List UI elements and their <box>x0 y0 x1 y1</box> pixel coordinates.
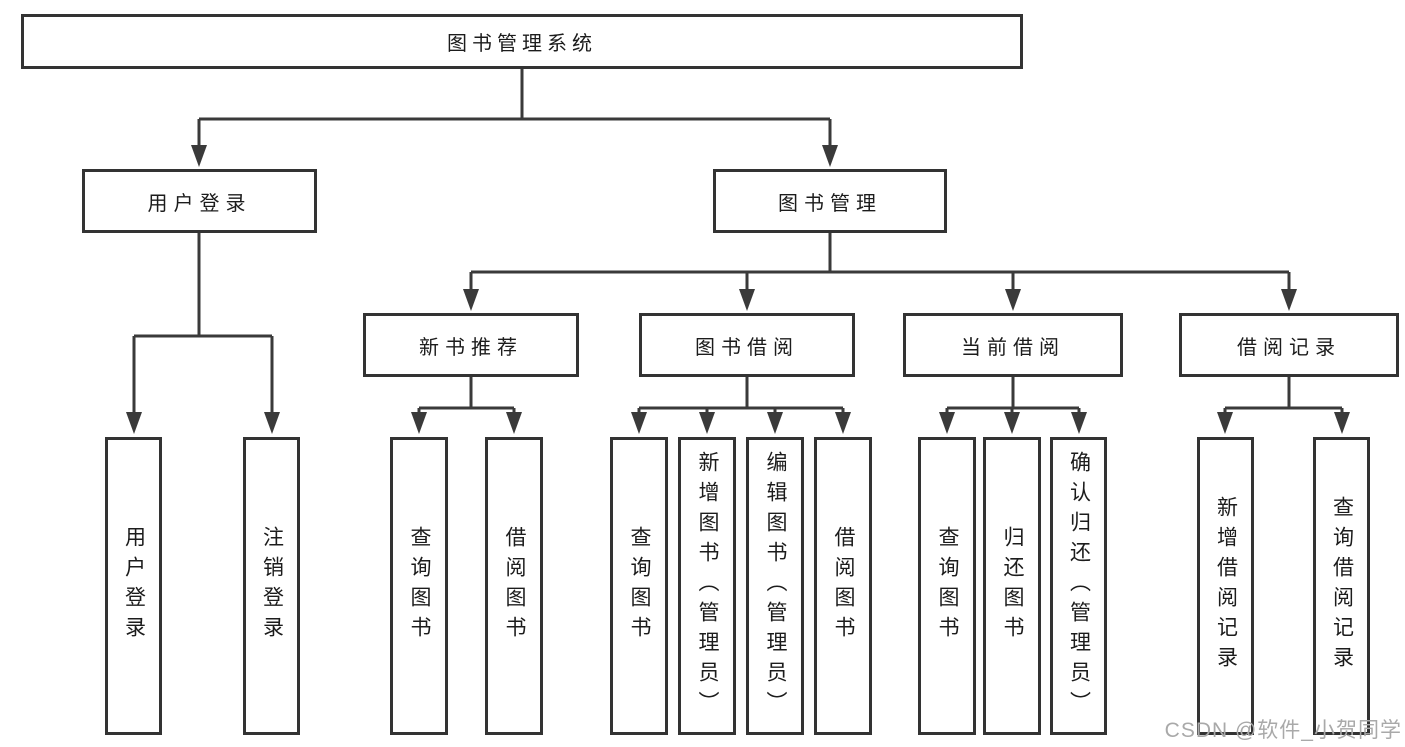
arrowhead-icon <box>822 145 838 167</box>
arrowhead-icon <box>506 412 522 434</box>
leaf-query-books-recommend: 查询图书 <box>390 437 448 735</box>
node-library-management-system: 图书管理系统 <box>21 14 1023 69</box>
arrowhead-icon <box>1071 412 1087 434</box>
arrowhead-icon <box>264 412 280 434</box>
connector-book-management-to-level3 <box>463 233 1297 311</box>
csdn-watermark: CSDN @软件_小贺同学 <box>1164 719 1402 742</box>
leaf-return-books: 归还图书 <box>983 437 1041 735</box>
arrowhead-icon <box>767 412 783 434</box>
leaf-edit-books-admin: 编辑图书（管理员） <box>746 437 804 735</box>
connector-root-to-level2 <box>191 69 838 167</box>
leaf-user-login: 用户登录 <box>105 437 162 735</box>
node-book-management: 图书管理 <box>713 169 947 233</box>
arrowhead-icon <box>1217 412 1233 434</box>
arrowhead-icon <box>835 412 851 434</box>
leaf-add-borrow-record: 新增借阅记录 <box>1197 437 1254 735</box>
leaf-confirm-return-admin: 确认归还（管理员） <box>1050 437 1107 735</box>
arrowhead-icon <box>939 412 955 434</box>
leaf-query-borrow-record: 查询借阅记录 <box>1313 437 1370 735</box>
connector-book-borrow-to-leaves <box>631 377 851 434</box>
connector-new-book-to-leaves <box>411 377 522 434</box>
leaf-add-books-admin: 新增图书（管理员） <box>678 437 736 735</box>
node-user-login: 用户登录 <box>82 169 317 233</box>
node-new-book-recommend: 新书推荐 <box>363 313 579 377</box>
arrowhead-icon <box>1334 412 1350 434</box>
arrowhead-icon <box>739 289 755 311</box>
node-borrow-records: 借阅记录 <box>1179 313 1399 377</box>
leaf-query-books-borrow: 查询图书 <box>610 437 668 735</box>
arrowhead-icon <box>699 412 715 434</box>
arrowhead-icon <box>1004 412 1020 434</box>
leaf-logout: 注销登录 <box>243 437 300 735</box>
node-book-borrow: 图书借阅 <box>639 313 855 377</box>
arrowhead-icon <box>1281 289 1297 311</box>
connector-borrow-records-to-leaves <box>1217 377 1350 434</box>
leaf-borrow-books: 借阅图书 <box>814 437 872 735</box>
arrowhead-icon <box>191 145 207 167</box>
arrowhead-icon <box>463 289 479 311</box>
arrowhead-icon <box>631 412 647 434</box>
connector-user-login-to-leaves <box>126 233 280 434</box>
arrowhead-icon <box>126 412 142 434</box>
node-current-borrow: 当前借阅 <box>903 313 1123 377</box>
arrowhead-icon <box>411 412 427 434</box>
leaf-query-books-current: 查询图书 <box>918 437 976 735</box>
leaf-borrow-books-recommend: 借阅图书 <box>485 437 543 735</box>
arrowhead-icon <box>1005 289 1021 311</box>
connector-current-borrow-to-leaves <box>939 377 1087 434</box>
